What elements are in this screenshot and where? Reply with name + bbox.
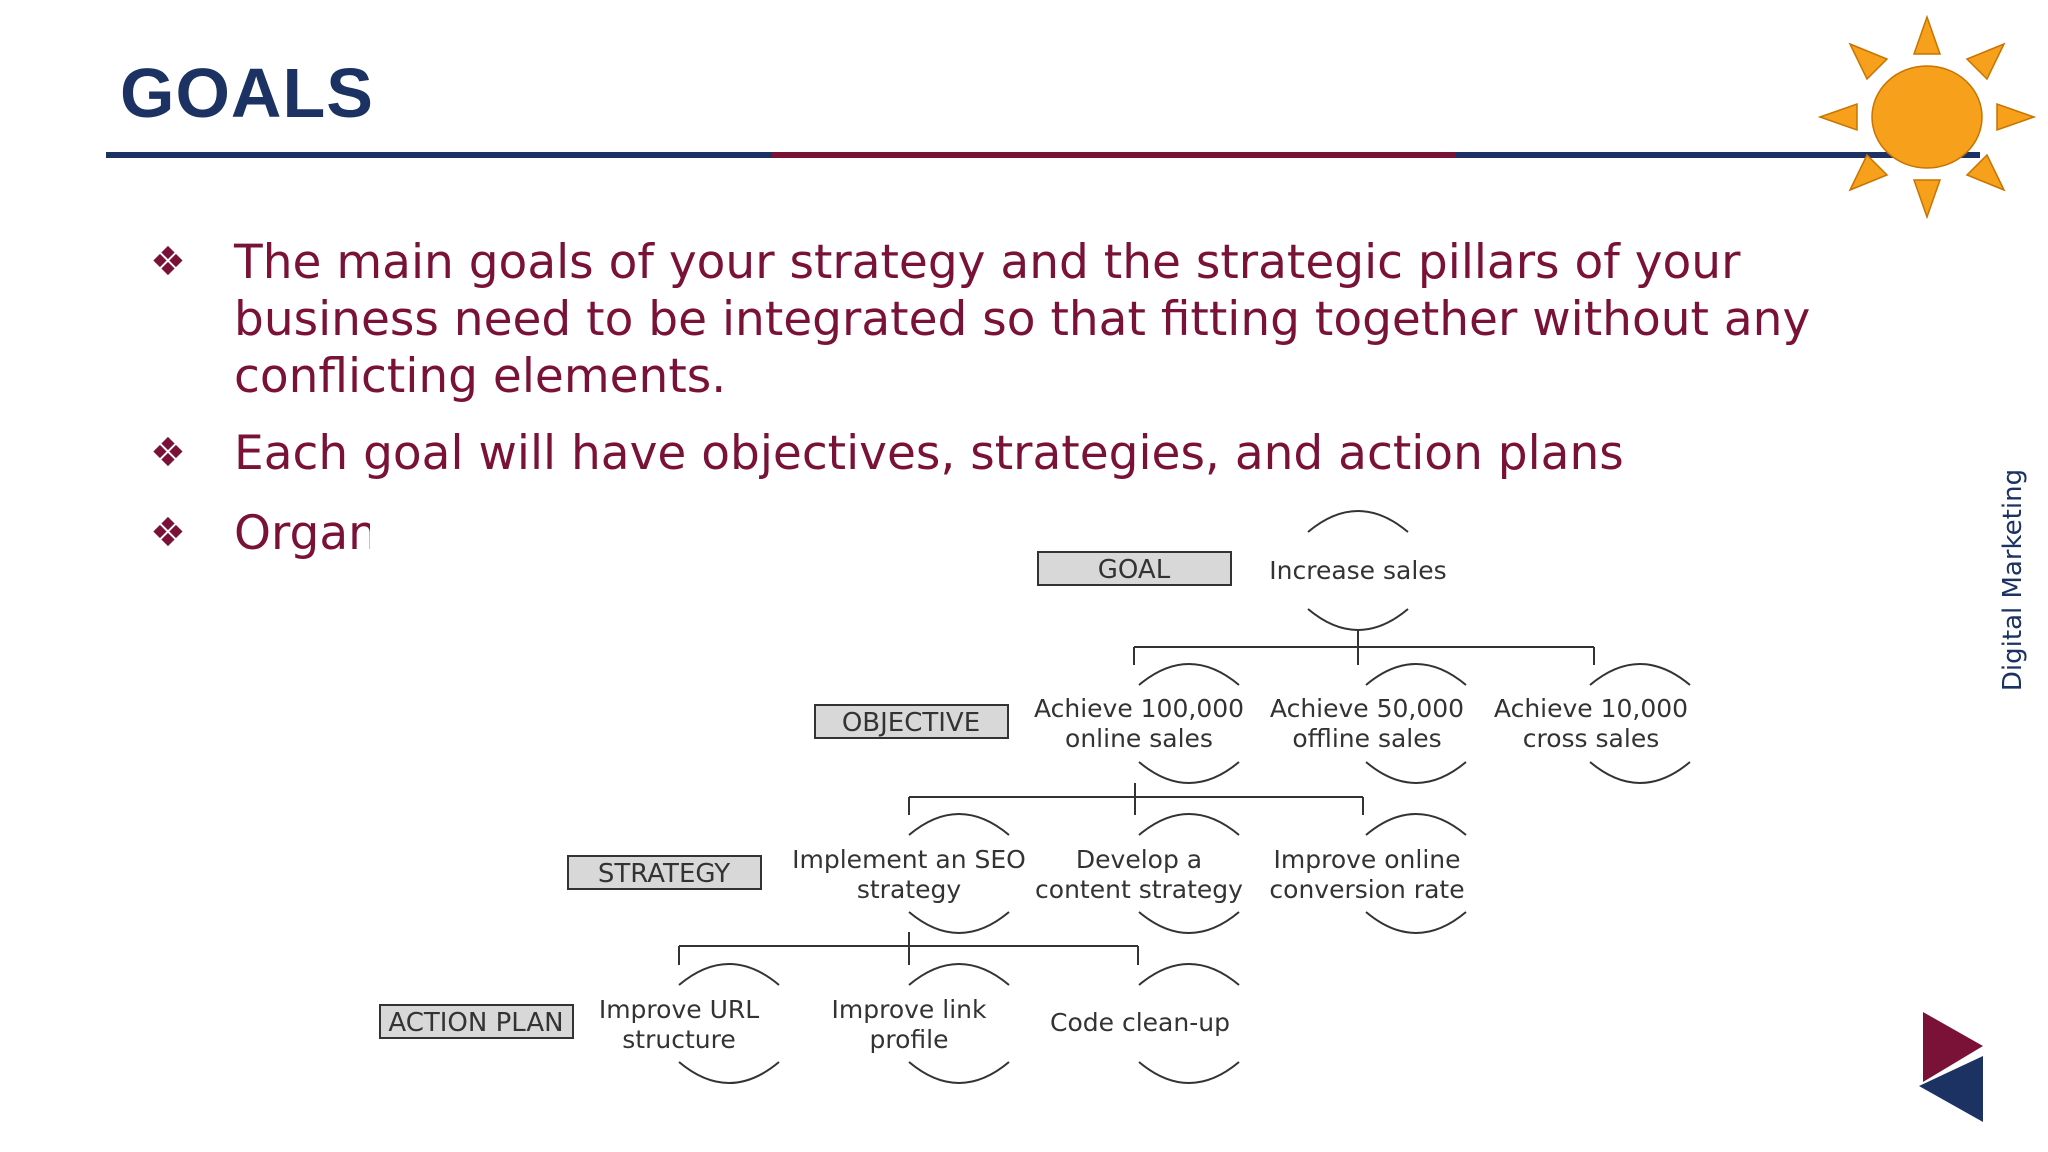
goal-hierarchy-diagram: GOAL OBJECTIVE STRATEGY ACTION PLAN Incr… (370, 500, 1700, 1100)
sun-icon (1817, 14, 2037, 220)
level-label-strategy: STRATEGY (598, 859, 730, 889)
strategy-node-line2: strategy (857, 875, 961, 904)
level-box-strategy (567, 855, 762, 890)
level-box-objective (814, 704, 1009, 739)
objective-node-line1: Achieve 100,000 (1034, 694, 1244, 723)
objective-node-line2: cross sales (1523, 724, 1659, 753)
side-label: Digital Marketing (1998, 468, 2028, 692)
level-box-action-plan (379, 1004, 574, 1039)
bullet-text: Each goal will have objectives, strategi… (234, 426, 1624, 481)
action-node-line2: profile (870, 1025, 949, 1054)
slide-title: GOALS (120, 54, 374, 132)
strategy-node-line2: content strategy (1035, 875, 1243, 904)
action-node-line2: structure (622, 1025, 735, 1054)
objective-node-line2: offline sales (1292, 724, 1441, 753)
goal-node: Increase sales (1269, 556, 1446, 585)
header-rule-middle (772, 152, 1456, 158)
strategy-node-line1: Develop a (1076, 845, 1202, 874)
objective-node-line1: Achieve 50,000 (1270, 694, 1464, 723)
level-label-action-plan: ACTION PLAN (388, 1008, 563, 1038)
objective-node-line1: Achieve 10,000 (1494, 694, 1688, 723)
bullet-icon: ❖ (150, 510, 186, 556)
action-node: Code clean-up (1050, 1008, 1230, 1037)
bullet-icon: ❖ (150, 239, 186, 285)
action-node-line1: Improve link (832, 995, 987, 1024)
strategy-node-line1: Improve online (1274, 845, 1461, 874)
level-label-objective: OBJECTIVE (842, 708, 980, 738)
bullet-icon: ❖ (150, 430, 186, 476)
bullet-text-clip: Organi (234, 505, 380, 565)
objective-node-line2: online sales (1065, 724, 1213, 753)
level-label-goal: GOAL (1098, 555, 1171, 585)
action-node-line1: Improve URL (599, 995, 759, 1024)
level-box-goal (1037, 551, 1232, 586)
header-rule-right (1456, 152, 1980, 158)
play-triangles-logo (1919, 1012, 1983, 1122)
bullet-text: Organi (234, 506, 380, 561)
bullet-text: The main goals of your strategy and the … (234, 235, 1811, 404)
strategy-node-line1: Implement an SEO (792, 845, 1026, 874)
header-rule-left (106, 152, 772, 158)
strategy-node-line2: conversion rate (1269, 875, 1464, 904)
